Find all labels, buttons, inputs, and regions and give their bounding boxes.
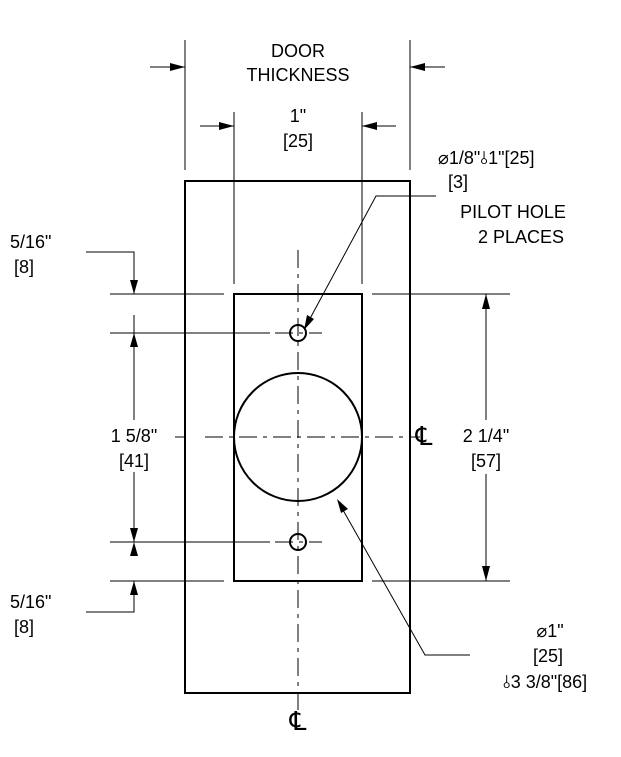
pilot-hole-leader-arrow — [304, 315, 314, 330]
bottom-offset-arrow-up — [130, 581, 138, 595]
top-offset-arrow-down — [130, 280, 138, 294]
top-offset-mm-label: [8] — [14, 257, 34, 277]
pilot-spec-label-3: PILOT HOLE — [460, 202, 566, 222]
bottom-offset-leader — [86, 581, 135, 613]
bottom-offset-in-label: 5/16" — [10, 592, 51, 612]
pilot-spec-label-1: ⌀1/8"⫰1"[25] — [438, 148, 535, 168]
mortise-height-arrow-top — [482, 294, 490, 309]
door-thickness-label-2: THICKNESS — [246, 65, 349, 85]
bore-spec-label-1: ⌀1" — [536, 621, 563, 641]
top-offset-leader — [86, 251, 135, 294]
hole-spacing-in-label: 1 5/8" — [111, 426, 157, 446]
face-width-in-label: 1" — [290, 106, 306, 126]
bore-leader-arrow — [337, 499, 348, 513]
pilot-spec-label-4: 2 PLACES — [478, 227, 564, 247]
bore-spec-label-3: ⫰3 3/8"[86] — [503, 672, 587, 692]
bore-leader — [338, 502, 470, 656]
hole-spacing-mm-label: [41] — [119, 451, 149, 471]
door-thickness-arrow-right — [410, 63, 425, 71]
hole-spacing-arrow-lower — [130, 528, 138, 542]
centerline-symbol-bottom: ℄ — [289, 706, 307, 736]
face-width-arrow-right — [362, 122, 377, 130]
door-thickness-arrow-left — [170, 63, 185, 71]
face-width-mm-label: [25] — [283, 131, 313, 151]
pilot-hole-leader — [305, 195, 436, 327]
mortise-height-in-label: 2 1/4" — [463, 426, 509, 446]
top-offset-in-label: 5/16" — [10, 232, 51, 252]
bore-spec-label-2: [25] — [533, 646, 563, 666]
mortise-height-mm-label: [57] — [471, 451, 501, 471]
bottom-offset-mm-label: [8] — [14, 617, 34, 637]
bottom-offset-arrow-down — [130, 542, 138, 556]
door-thickness-label-1: DOOR — [271, 41, 325, 61]
centerline-symbol-right: ℄ — [415, 421, 433, 451]
pilot-spec-label-2: [3] — [448, 172, 468, 192]
face-width-arrow-left — [219, 122, 234, 130]
mortise-height-arrow-bottom — [482, 566, 490, 581]
